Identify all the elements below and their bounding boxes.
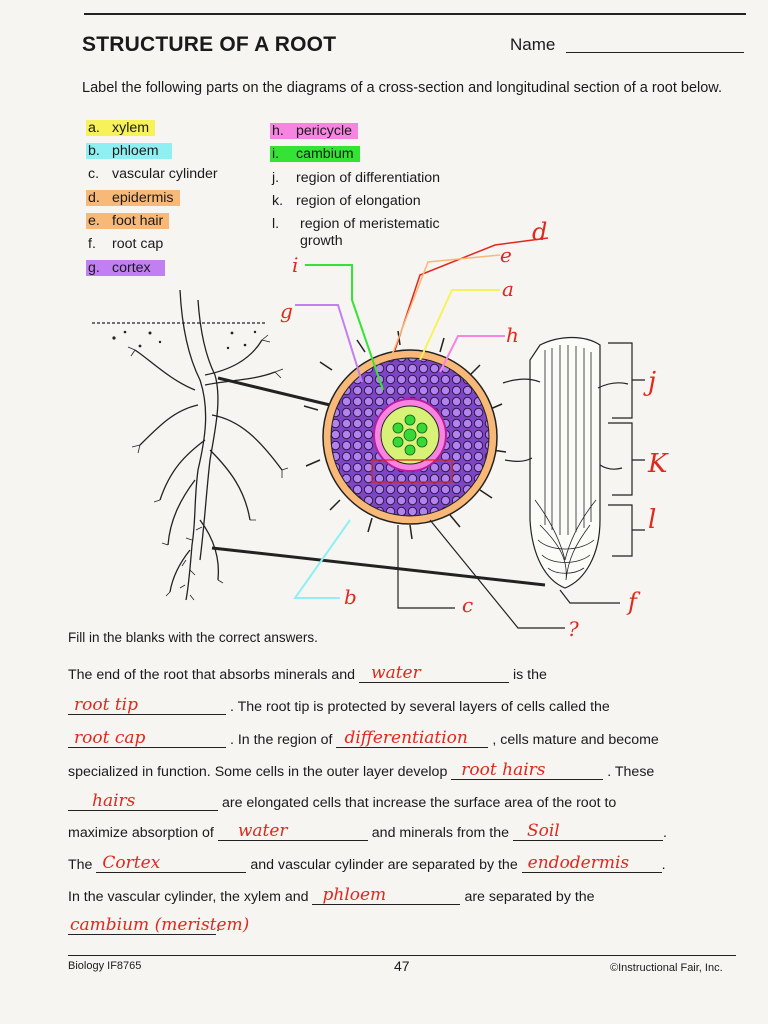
mark-d: d [532, 220, 547, 246]
answer-blank-11[interactable]: phloem [312, 885, 461, 905]
name-label: Name [510, 35, 556, 54]
mark-k: K [647, 449, 669, 479]
sentence-1: The end of the root that absorbs mineral… [68, 663, 547, 683]
label-item-h: h.pericycle [270, 123, 358, 139]
page-number: 47 [394, 958, 410, 974]
answer-blank-6[interactable]: hairs [68, 791, 218, 811]
sentence-7: The Cortex and vascular cylinder are sep… [68, 853, 666, 873]
mark-b: b [344, 585, 357, 609]
page-title: STRUCTURE OF A ROOT [82, 33, 337, 56]
mark-i: i [292, 253, 298, 277]
answer-blank-4[interactable]: differentiation [336, 728, 489, 748]
sentence-3: root cap . In the region of differentiat… [68, 728, 659, 748]
sentence-4: specialized in function. Some cells in t… [68, 760, 655, 780]
footer-copyright: ©Instructional Fair, Inc. [610, 962, 723, 974]
label-item-g: g.cortex [86, 260, 165, 276]
mark-e: e [500, 243, 512, 267]
whole-root-drawing [92, 289, 546, 601]
mark-l: l [648, 505, 656, 535]
answer-blank-2[interactable]: root tip [68, 695, 226, 715]
label-item-a: a.xylem [86, 120, 156, 136]
instructions: Label the following parts on the diagram… [82, 80, 722, 96]
longitudinal-section [502, 336, 629, 589]
label-item-j: j.region of differentiation [272, 170, 441, 186]
answer-blank-5[interactable]: root hairs [451, 760, 604, 780]
sentence-9: cambium (meristem). [68, 915, 250, 935]
mark-c: c [462, 593, 473, 617]
mark-f: f [626, 588, 641, 616]
answer-blank-7[interactable]: water [217, 821, 368, 841]
mark-a: a [502, 277, 514, 301]
label-item-k: k.region of elongation [272, 193, 421, 209]
fill-heading: Fill in the blanks with the correct answ… [68, 630, 318, 645]
answer-blank-12[interactable]: cambium (meristem) [68, 915, 250, 935]
footer-rule [68, 955, 736, 956]
label-item-e: e.foot hair [86, 213, 170, 229]
answer-blank-8[interactable]: Soil [512, 821, 663, 841]
answer-blank-10[interactable]: endodermis [521, 853, 662, 873]
root-diagram: i g d e a h b c ? j K l f [92, 220, 669, 640]
answer-blank-3[interactable]: root cap [68, 728, 226, 748]
top-rule [84, 13, 746, 15]
mark-g: g [280, 299, 293, 323]
mark-h: h [506, 323, 519, 347]
cross-section [303, 330, 507, 540]
sentence-8: In the vascular cylinder, the xylem and … [68, 885, 595, 905]
sentence-2: root tip . The root tip is protected by … [68, 695, 610, 715]
label-item-l: l.region of meristematic growth [272, 216, 440, 249]
footer-book: Biology IF8765 [68, 960, 142, 972]
label-item-f: f.root cap [88, 236, 164, 252]
answer-blank-1[interactable]: water [359, 663, 510, 683]
label-item-d: d.epidermis [86, 190, 180, 206]
sentence-5: hairs are elongated cells that increase … [68, 791, 616, 811]
mark-question: ? [568, 617, 579, 640]
label-item-c: c.vascular cylinder [88, 166, 218, 182]
label-item-b: b.phloem [86, 143, 173, 159]
name-field[interactable] [566, 52, 744, 53]
mark-j: j [643, 367, 656, 397]
sentence-6: maximize absorption of water and mineral… [68, 821, 667, 841]
answer-blank-9[interactable]: Cortex [96, 853, 247, 873]
label-item-i: i.cambium [270, 146, 360, 162]
